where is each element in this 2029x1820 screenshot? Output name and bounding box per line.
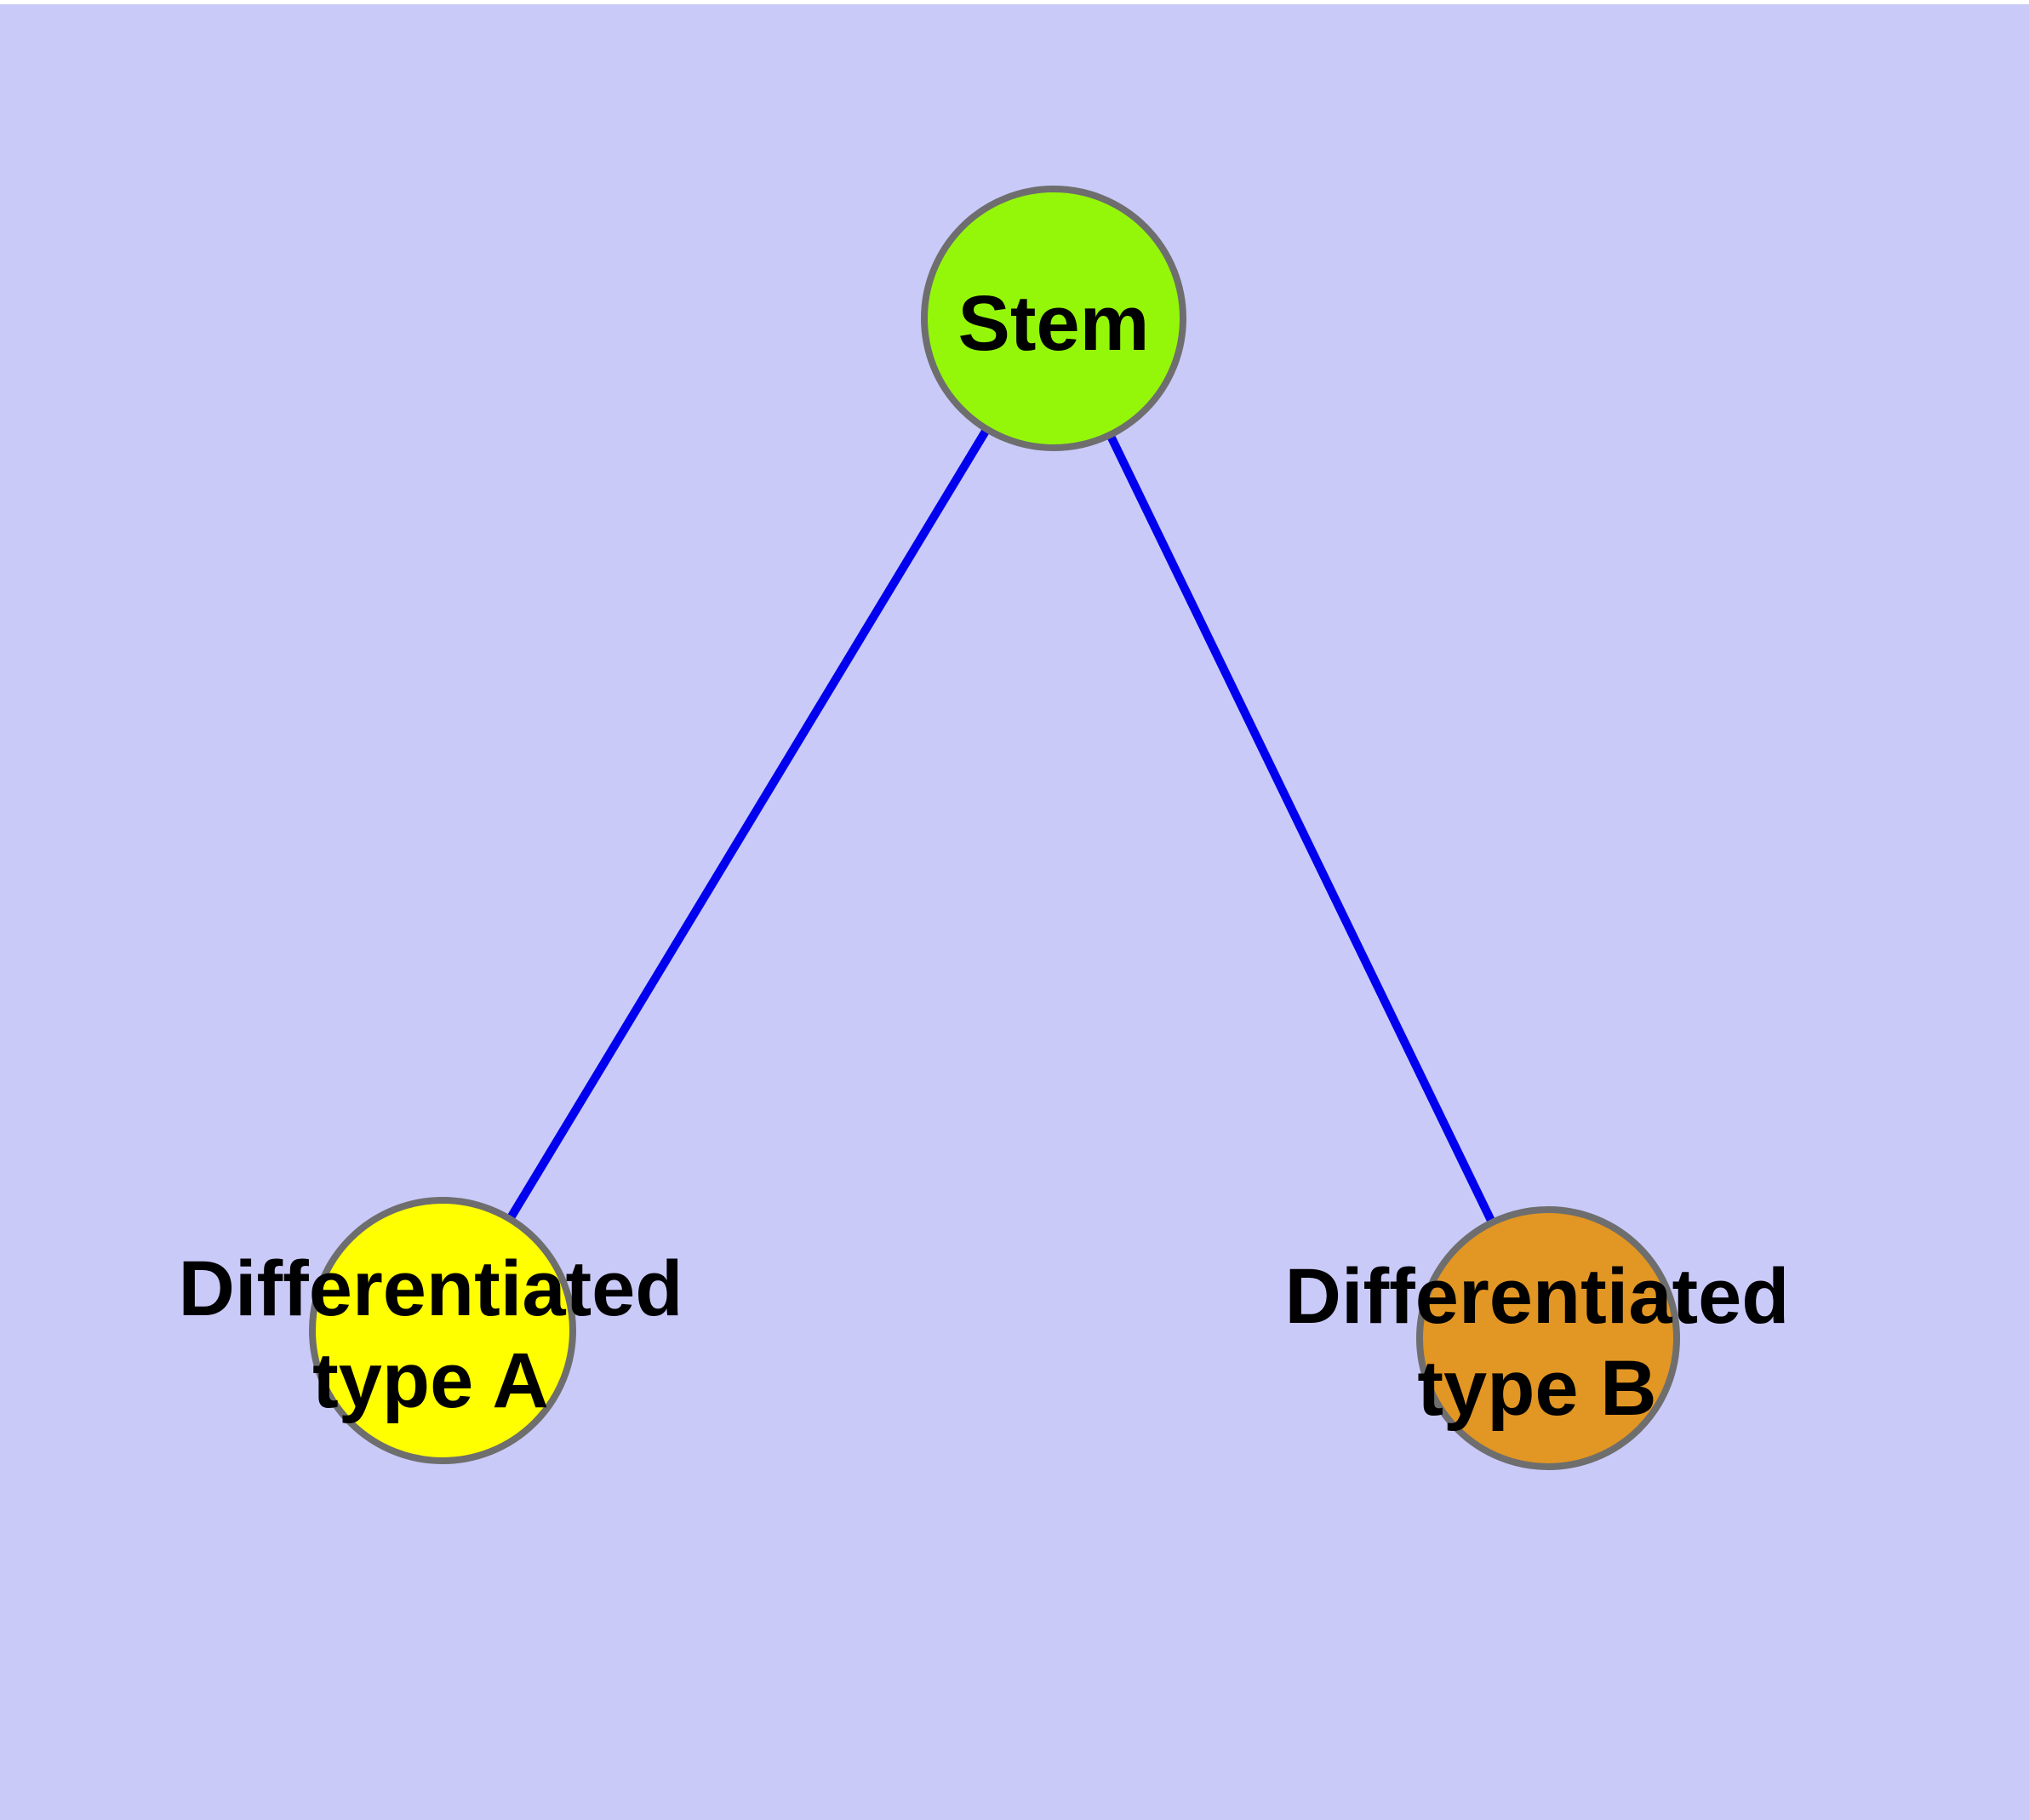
node-differentiated-type-a <box>309 1197 576 1464</box>
edge-stem-to-type-a <box>438 316 1058 1333</box>
node-differentiated-type-b <box>1416 1206 1680 1470</box>
node-stem <box>921 186 1186 451</box>
edge-stem-to-type-b <box>1049 316 1552 1341</box>
